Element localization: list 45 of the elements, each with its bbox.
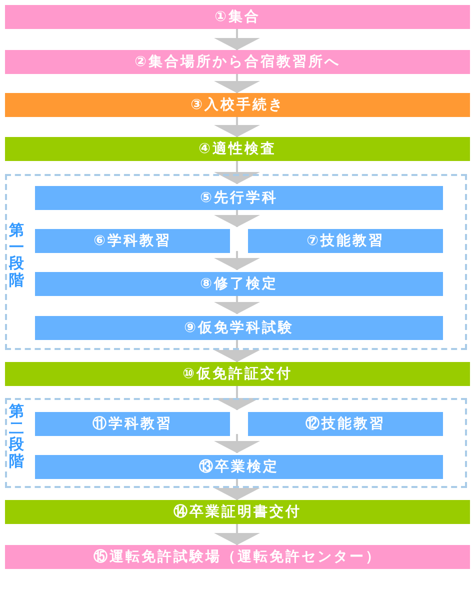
step-box	[5, 362, 470, 386]
step-label: ⑤先行学科	[200, 188, 278, 208]
step-label: ⑪学科教習	[92, 414, 172, 434]
chevron-arrow	[214, 294, 260, 314]
step-box	[5, 137, 470, 161]
chevron-arrow	[214, 208, 260, 227]
step-label: ⑨仮免学科試験	[184, 318, 294, 338]
step-box	[248, 229, 443, 253]
step-box	[5, 500, 470, 524]
chevron-arrow	[214, 477, 260, 500]
step-box	[35, 229, 230, 253]
step-box	[5, 545, 470, 569]
step-label: ③入校手続き	[190, 96, 284, 114]
stage-group-frame	[5, 398, 467, 488]
step-label: ⑮運転免許試験場（運転免許センター）	[94, 548, 382, 566]
step-label: ②集合場所から合宿教習所へ	[134, 52, 340, 72]
step-box	[35, 412, 230, 436]
step-box	[5, 5, 470, 29]
step-box	[35, 186, 443, 210]
step-label: ⑩仮免許証交付	[182, 364, 292, 384]
chevron-arrow	[214, 117, 260, 137]
step-label: ⑫技能教習	[306, 414, 386, 434]
step-box	[5, 93, 470, 117]
step-label: ⑬卒業検定	[199, 458, 279, 476]
chevron-arrow	[214, 524, 260, 545]
chevron-arrow	[214, 434, 260, 453]
step-box	[35, 272, 443, 296]
step-label: ①集合	[214, 8, 260, 26]
chevron-arrow	[214, 161, 260, 184]
chevron-arrow	[214, 338, 260, 362]
stage-group-frame	[5, 174, 467, 350]
stage-heading: 第一段階	[9, 222, 24, 288]
step-box	[5, 50, 470, 74]
step-box	[35, 455, 443, 479]
chevron-arrow	[214, 74, 260, 93]
stage-heading: 第二段階	[9, 403, 24, 469]
chevron-arrow	[214, 251, 260, 270]
step-label: ④適性検査	[198, 140, 276, 158]
step-label: ⑥学科教習	[94, 232, 172, 250]
step-label: ⑭卒業証明書交付	[174, 502, 302, 522]
chevron-arrow	[214, 29, 260, 50]
step-label: ⑦技能教習	[306, 232, 384, 250]
step-label: ⑧修了検定	[200, 274, 278, 294]
step-box	[35, 316, 443, 340]
step-box	[248, 412, 443, 436]
